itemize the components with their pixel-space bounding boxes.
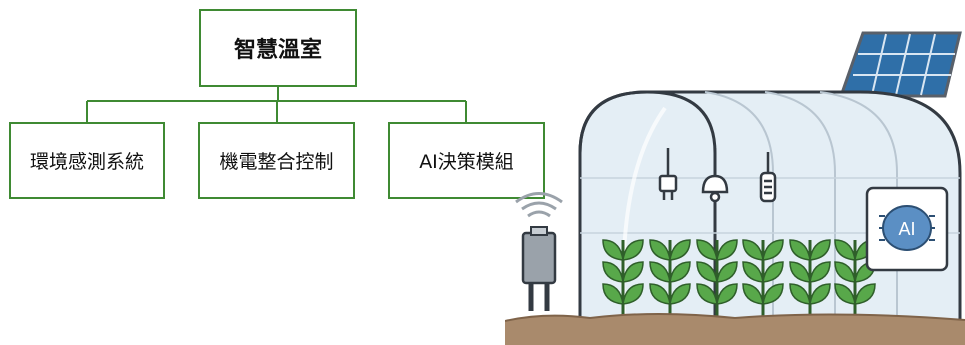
child-label-sensing: 環境感測系統 [29, 151, 144, 173]
child-label-control: 機電整合控制 [219, 151, 334, 173]
greenhouse-illustration: AI [505, 31, 965, 345]
child-node-control: 機電整合控制 [198, 122, 355, 199]
soil-sensor-icon [521, 226, 557, 311]
child-node-sensing: 環境感測系統 [9, 122, 165, 199]
greenhouse-icon [578, 90, 962, 329]
ai-brain-label: AI [898, 219, 915, 239]
root-label: 智慧溫室 [233, 38, 322, 63]
child-label-ai: AI決策模組 [419, 151, 514, 173]
ai-brain-panel: AI [865, 186, 949, 272]
wifi-signal-icon [515, 192, 563, 218]
soil-bed-icon [505, 313, 965, 345]
root-node: 智慧溫室 [199, 9, 357, 87]
plants-icon [602, 239, 876, 318]
hanging-devices-icon [658, 148, 777, 203]
child-node-ai: AI決策模組 [388, 122, 545, 199]
